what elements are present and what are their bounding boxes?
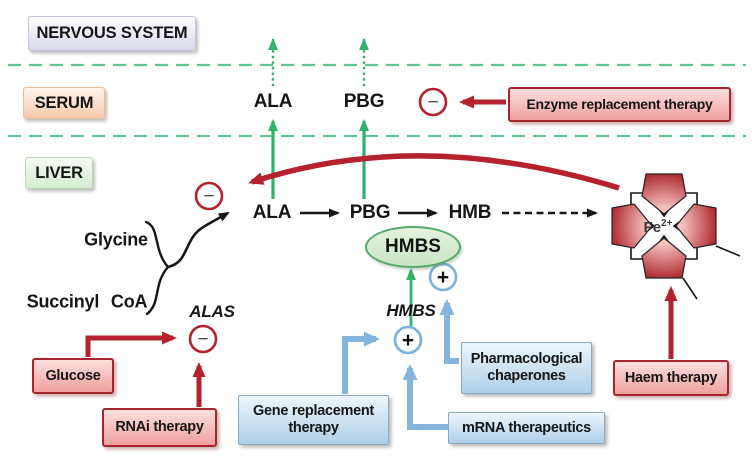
minus-sign: − bbox=[203, 186, 214, 207]
liver-text: LIVER bbox=[35, 163, 83, 182]
glucose-text: Glucose bbox=[45, 367, 101, 384]
plus-sign: + bbox=[437, 266, 449, 289]
nervous-system-text: NERVOUS SYSTEM bbox=[36, 24, 188, 42]
succinyl-coa-label: Succinyl CoA bbox=[26, 291, 148, 312]
haem-pyrrole-left bbox=[611, 203, 653, 249]
rnai-text: RNAi therapy bbox=[115, 419, 204, 436]
gene-replacement-therapy-box: Gene replacement therapy bbox=[238, 395, 389, 445]
hmbs-enzyme-oval: HMBS bbox=[365, 226, 461, 268]
enzyme-replacement-therapy-box: Enzyme replacement therapy bbox=[508, 87, 731, 122]
substrates-to-ala-arrow bbox=[167, 211, 230, 269]
serum-text: SERUM bbox=[34, 93, 94, 112]
haem-iron-charge: 2+ bbox=[661, 218, 673, 229]
inhibition-sign-feedback: − bbox=[194, 181, 224, 211]
compartment-label-nervous-system: NERVOUS SYSTEM bbox=[28, 16, 196, 51]
chaperones-text: Pharmacological chaperones bbox=[470, 351, 583, 384]
inhibition-sign-serum: − bbox=[418, 87, 448, 117]
enzyme-replacement-text: Enzyme replacement therapy bbox=[526, 96, 713, 113]
haem-therapy-box: Haem therapy bbox=[613, 360, 729, 396]
haem-molecule: Fe2+ bbox=[611, 173, 741, 300]
alas-gene-label: ALAS bbox=[189, 302, 235, 321]
ala-liver-label: ALA bbox=[252, 202, 292, 223]
plus-sign: + bbox=[402, 329, 414, 352]
gene-replacement-arrow bbox=[342, 331, 380, 394]
inhibition-sign-alas: − bbox=[188, 324, 218, 354]
pbg-liver-label: PBG bbox=[349, 202, 391, 223]
pbg-serum-label: PBG bbox=[343, 91, 385, 112]
haem-therapy-text: Haem therapy bbox=[624, 369, 718, 386]
compartment-label-liver: LIVER bbox=[25, 157, 93, 189]
haem-pyrrole-bottom bbox=[641, 237, 687, 279]
haem-pyrrole-right bbox=[675, 203, 717, 249]
activation-sign-hmbs-gene: + bbox=[393, 325, 423, 355]
haem-iron-label: Fe2+ bbox=[644, 218, 673, 236]
haem-side-chains bbox=[682, 245, 741, 300]
minus-sign: − bbox=[427, 92, 438, 113]
haem-pyrrole-top bbox=[641, 173, 687, 215]
chaperones-arrow bbox=[439, 299, 459, 364]
compartment-label-serum: SERUM bbox=[23, 87, 105, 119]
glycine-label: Glycine bbox=[84, 229, 148, 250]
ala-serum-label: ALA bbox=[253, 91, 293, 112]
mrna-therapeutics-box: mRNA therapeutics bbox=[448, 412, 605, 444]
haem-feedback-inhibition-arrow bbox=[248, 153, 620, 191]
substrate-merge-brace bbox=[144, 220, 170, 316]
rnai-therapy-box: RNAi therapy bbox=[102, 408, 217, 447]
activation-sign-hmbs-enzyme: + bbox=[428, 262, 458, 292]
glucose-box: Glucose bbox=[32, 358, 114, 394]
hmbs-enzyme-text: HMBS bbox=[385, 236, 441, 257]
hmb-label: HMB bbox=[448, 202, 492, 223]
pharmacological-chaperones-box: Pharmacological chaperones bbox=[461, 342, 592, 394]
glucose-arrow bbox=[85, 331, 177, 357]
minus-sign: − bbox=[197, 329, 208, 350]
mrna-text: mRNA therapeutics bbox=[462, 419, 591, 436]
mrna-therapeutics-arrow bbox=[402, 364, 448, 430]
hmbs-gene-label: HMBS bbox=[386, 301, 436, 320]
gene-replacement-text: Gene replacement therapy bbox=[253, 403, 374, 436]
